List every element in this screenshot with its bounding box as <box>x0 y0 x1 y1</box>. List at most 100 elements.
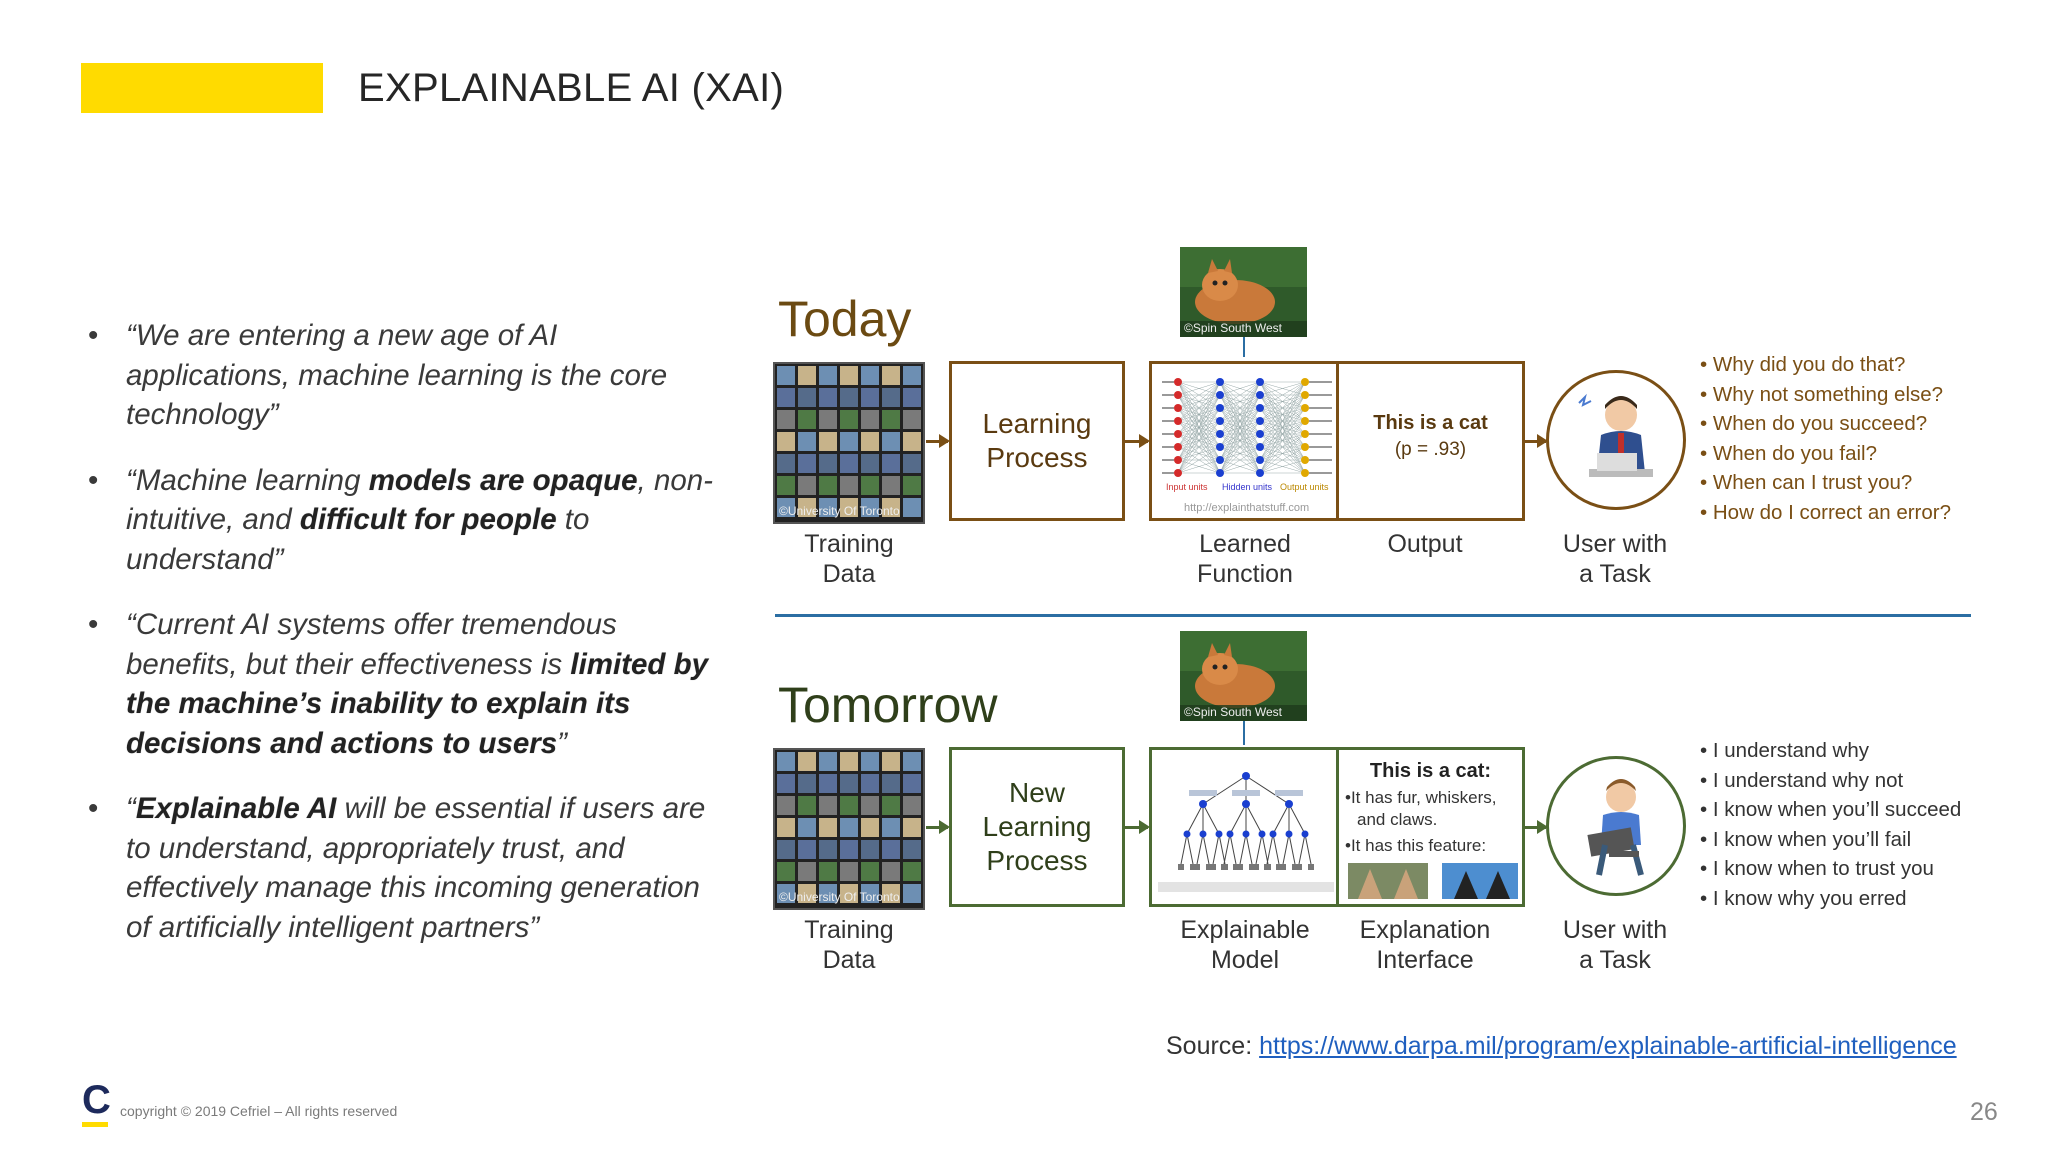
thumbnail-tile <box>798 796 816 815</box>
tree-edge <box>1212 833 1220 865</box>
nn-node <box>1256 430 1264 438</box>
thumbnail-tile <box>840 432 858 451</box>
thumbnail-tile <box>840 862 858 881</box>
explanation-line: •It has this feature: <box>1345 836 1487 855</box>
tree-edge <box>1255 833 1263 865</box>
thumbnail-tile <box>903 818 921 837</box>
training-data-image: ©University Of Toronto <box>773 362 925 524</box>
thumbnail-tile <box>861 774 879 793</box>
nn-node <box>1174 443 1182 451</box>
thumbnail-tile <box>798 818 816 837</box>
tree-leaf <box>1292 864 1298 870</box>
thumbnail-tile <box>861 476 879 495</box>
thumbnail-tile <box>840 840 858 859</box>
nn-edge <box>1219 459 1261 474</box>
thumbnail-tile <box>819 410 837 429</box>
thumbnail-tile <box>882 388 900 407</box>
tree-leaf <box>1206 864 1212 870</box>
answer-item: I know when you’ll succeed <box>1700 795 1961 825</box>
tree-edge <box>1186 833 1194 865</box>
tree-edge <box>1288 803 1306 835</box>
thumbnail-tile <box>777 498 795 517</box>
thumbnail-tile <box>777 818 795 837</box>
bullet-text: “Current AI systems offer tremendous ben… <box>126 608 617 681</box>
thumbnail-tile <box>819 862 837 881</box>
tomorrow-answers: I understand why I understand why not I … <box>1700 736 1961 913</box>
feature-image <box>1348 863 1428 899</box>
source-link[interactable]: https://www.darpa.mil/program/explainabl… <box>1259 1032 1957 1060</box>
thumbnail-tile <box>777 796 795 815</box>
image-credit: ©University Of Toronto <box>779 504 900 518</box>
nn-node <box>1256 443 1264 451</box>
tree-node <box>1215 830 1223 838</box>
nn-node <box>1256 469 1264 477</box>
thumbnail-tile <box>819 818 837 837</box>
label-training-data: Training Data <box>804 530 894 588</box>
nn-edge <box>1259 381 1306 422</box>
thumbnail-tile <box>903 884 921 903</box>
nn-node <box>1256 417 1264 425</box>
thumbnail-tile <box>798 476 816 495</box>
thumbnail-tile <box>903 366 921 385</box>
nn-edge <box>1259 459 1306 474</box>
thumbnail-tile <box>882 774 900 793</box>
bullet-emphasis: difficult for people <box>299 503 557 536</box>
tree-label-box <box>1189 790 1217 796</box>
thumbnail-tile <box>903 432 921 451</box>
nn-edge <box>1177 446 1221 474</box>
nn-node <box>1216 378 1224 386</box>
thumbnail-tile <box>861 884 879 903</box>
question-item: Why not something else? <box>1700 380 1951 410</box>
thumbnail-tile <box>819 840 837 859</box>
title-accent-bar <box>81 63 323 113</box>
thumbnail-tile <box>840 366 858 385</box>
thumbnail-tile <box>861 366 879 385</box>
bullet-text: “We are entering a new age of AI applica… <box>126 319 668 431</box>
thumbnail-tile <box>861 410 879 429</box>
nn-layer-label: Input units <box>1166 482 1208 492</box>
nn-edge <box>1177 459 1221 474</box>
thumbnail-tile <box>840 796 858 815</box>
bullet-emphasis: limited by the machine’s inability to ex… <box>126 647 709 760</box>
bullet-item: • “We are entering a new age of AI appli… <box>88 319 668 431</box>
tree-leaf <box>1253 864 1259 870</box>
nn-node <box>1216 443 1224 451</box>
tree-edge <box>1229 833 1237 865</box>
tree-node <box>1301 830 1309 838</box>
bullet-text: ” <box>557 726 567 760</box>
tree-node <box>1199 830 1207 838</box>
bullet-text: “Machine learning <box>126 463 369 497</box>
nn-edge <box>1177 407 1221 474</box>
answer-item: I understand why not <box>1700 766 1961 796</box>
thumbnail-tile <box>861 752 879 771</box>
logo-letter: C <box>82 1078 111 1122</box>
tree-leaf <box>1233 864 1239 870</box>
thumbnail-tile <box>819 454 837 473</box>
bullet-emphasis: Explainable AI <box>135 792 337 825</box>
tree-edge <box>1245 803 1263 835</box>
today-questions: Why did you do that? Why not something e… <box>1700 350 1951 527</box>
thumbnail-tile <box>840 388 858 407</box>
nn-edge <box>1219 381 1261 409</box>
tree-node <box>1242 800 1250 808</box>
tree-node <box>1226 830 1234 838</box>
tree-leaf-row <box>1158 882 1334 892</box>
nn-node <box>1174 417 1182 425</box>
label-training-data: Training Data <box>804 916 894 974</box>
thumbnail-tile <box>840 884 858 903</box>
tree-leaf <box>1308 864 1314 870</box>
nn-layer-label: Hidden units <box>1222 482 1273 492</box>
thumbnail-tile <box>882 476 900 495</box>
tree-node <box>1242 772 1250 780</box>
thumbnail-tile <box>798 454 816 473</box>
bullet-text: “ <box>126 792 136 825</box>
tree-node <box>1183 830 1191 838</box>
nn-edge <box>1219 381 1261 474</box>
explanation-line: and claws. <box>1357 810 1438 829</box>
thumbnail-tile <box>819 774 837 793</box>
thumbnail-tile <box>903 410 921 429</box>
thumbnail-tile <box>903 774 921 793</box>
connector-line <box>1243 721 1245 745</box>
tree-edge <box>1239 833 1247 865</box>
nn-layer-label: Output units <box>1280 482 1329 492</box>
